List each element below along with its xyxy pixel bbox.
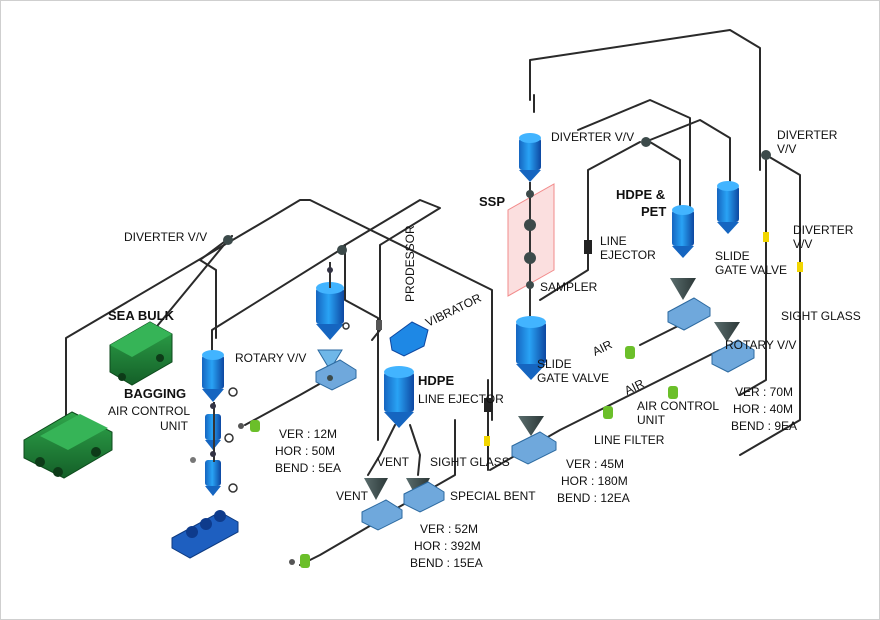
pipe-right-loop: [649, 119, 731, 186]
pipe-hdpe-down: [367, 424, 396, 476]
label-line-ejector-mid: LINE EJECTOR: [418, 392, 504, 406]
label-air-control-right-2: UNIT: [637, 413, 666, 427]
tanker-truck: [23, 411, 113, 479]
pipe-to-bagging: [199, 235, 233, 339]
label-air-1: AIR: [590, 337, 614, 358]
air-units-right: [603, 346, 678, 419]
hdpe-pet-silos: [667, 181, 755, 373]
vibrator-hopper: [389, 321, 429, 357]
label-slide-2: SLIDE: [715, 249, 750, 263]
label-air-control-right-1: AIR CONTROL: [637, 399, 719, 413]
label-special-bent: SPECIAL BENT: [450, 489, 536, 503]
label-vent-lower: VENT: [336, 489, 369, 503]
pipe-hdpe-down-2: [409, 424, 421, 476]
label-sampler: SAMPLER: [540, 280, 598, 294]
spec-a-ver: VER : 12M: [279, 427, 337, 441]
pipe-line-a: [244, 377, 331, 426]
spec-b-hor: HOR : 392M: [414, 539, 481, 553]
spec-a-bend: BEND : 5EA: [275, 461, 341, 475]
label-hdpe-pet-1: HDPE &: [616, 187, 665, 202]
label-rotary-left: ROTARY V/V: [235, 351, 306, 365]
air-control-unit-left: [238, 420, 260, 432]
label-prodessor: PRODESSOR: [403, 225, 417, 302]
spec-a-hor: HOR : 50M: [275, 444, 335, 458]
diagram-labels: DIVERTER V/V SEA BULK BAGGING AIR CONTRO…: [108, 128, 861, 503]
label-air-2: AIR: [622, 376, 646, 397]
label-vent-upper: VENT: [377, 455, 410, 469]
air-unit-lower-left: [289, 554, 310, 568]
hdpe-rotary-assemblies: [361, 478, 445, 531]
spec-block-a: VER : 12M HOR : 50M BEND : 5EA: [275, 427, 341, 475]
spec-block-b: VER : 52M HOR : 392M BEND : 15EA: [410, 522, 483, 570]
bagging-silo-stack: [190, 350, 238, 496]
label-hdpe-pet-2: PET: [641, 204, 666, 219]
label-diverter-top: DIVERTER V/V: [551, 130, 634, 144]
label-gate-valve-1: GATE VALVE: [537, 371, 609, 385]
pipe-far-right: [739, 154, 801, 456]
spec-b-bend: BEND : 15EA: [410, 556, 483, 570]
label-vibrator: VIBRATOR: [423, 291, 484, 330]
label-diverter-right-1: DIVERTER: [777, 128, 838, 142]
spec-c-ver: VER : 45M: [566, 457, 624, 471]
label-gate-valve-2: GATE VALVE: [715, 263, 787, 277]
spec-d-bend: BEND : 9EA: [731, 419, 797, 433]
spec-c-hor: HOR : 180M: [561, 474, 628, 488]
spec-d-hor: HOR : 40M: [733, 402, 793, 416]
label-sight-glass-right: SIGHT GLASS: [781, 309, 861, 323]
ssp-column: [507, 133, 557, 465]
pipe-diverter-top: [577, 99, 691, 211]
label-diverter-right-2: V/V: [777, 142, 796, 156]
pipe-diverter-top-2: [649, 141, 681, 211]
spec-c-bend: BEND : 12EA: [557, 491, 630, 505]
label-air-control-2: UNIT: [160, 419, 189, 433]
label-diverter-far-1: DIVERTER: [793, 223, 854, 237]
spec-d-ver: VER : 70M: [735, 385, 793, 399]
spec-block-c: VER : 45M HOR : 180M BEND : 12EA: [557, 457, 630, 505]
pipe-to-line-ejector: [539, 141, 641, 301]
pipe-sea-bulk-line: [47, 199, 493, 429]
label-slide-1: SLIDE: [537, 357, 572, 371]
label-rotary-right: ROTARY V/V: [725, 338, 796, 352]
label-hdpe: HDPE: [418, 373, 454, 388]
label-ssp: SSP: [479, 194, 505, 209]
label-bagging: BAGGING: [124, 386, 186, 401]
diverter-valves: [223, 137, 771, 255]
label-air-control-1: AIR CONTROL: [108, 404, 190, 418]
rotary-valve-left: [315, 349, 357, 391]
label-sea-bulk: SEA BULK: [108, 308, 175, 323]
hdpe-silo: [384, 366, 414, 428]
label-diverter-far-2: V/V: [793, 237, 812, 251]
pipe-top-loop: [529, 29, 761, 171]
label-line: LINE: [600, 234, 627, 248]
label-line-filter: LINE FILTER: [594, 433, 665, 447]
label-diverter-left: DIVERTER V/V: [124, 230, 207, 244]
spec-b-ver: VER : 52M: [420, 522, 478, 536]
prodessor-silo: [316, 262, 350, 340]
label-ejector: EJECTOR: [600, 248, 656, 262]
line-ejectors: [376, 240, 592, 412]
pipe-prodessor-down: [344, 244, 379, 441]
sea-bulk-truck: [109, 321, 173, 386]
label-sight-glass-mid: SIGHT GLASS: [430, 455, 510, 469]
spec-block-d: VER : 70M HOR : 40M BEND : 9EA: [731, 385, 797, 433]
bagging-machine-base: [171, 510, 239, 559]
sight-glasses: [484, 232, 803, 446]
pipe-line-d: [639, 349, 721, 391]
